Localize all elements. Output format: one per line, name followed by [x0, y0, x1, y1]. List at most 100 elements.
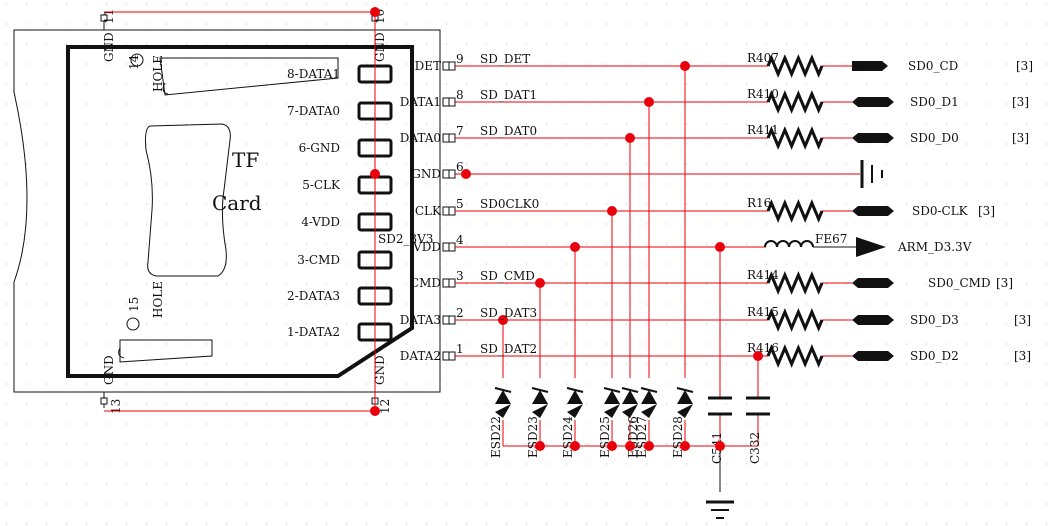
net-label: SD_CMD	[480, 269, 535, 283]
resistor	[766, 199, 824, 223]
component-label: R410	[747, 87, 779, 101]
junction-dot	[535, 278, 545, 288]
offpage-connectors	[852, 61, 894, 361]
bottom-ground-symbol	[706, 446, 734, 519]
offpage-connector-icon	[852, 351, 894, 361]
resistor	[766, 126, 824, 150]
hole-number: 15	[127, 297, 141, 312]
diode-icon	[495, 390, 511, 404]
esd-label: ESD23	[526, 416, 540, 458]
pin-name: VDD	[412, 240, 441, 254]
output-ref: [3]	[978, 204, 995, 218]
output-ref: [3]	[1014, 313, 1031, 327]
resistor	[766, 90, 824, 114]
shield-pin-number: 12	[378, 399, 392, 414]
net-label: SD_DAT2	[480, 342, 537, 356]
junction-dot	[570, 441, 580, 451]
diode-icon	[532, 404, 548, 418]
pin-stub	[442, 133, 450, 143]
shield-pin-number: 13	[109, 399, 123, 414]
pin-number: 5	[456, 197, 464, 211]
diode-icon	[677, 404, 693, 418]
pin-stub	[442, 206, 450, 216]
pin-stub	[448, 351, 456, 361]
esd-label: ESD24	[561, 416, 575, 458]
output-ref: [3]	[1012, 131, 1029, 145]
pin-stub	[448, 278, 456, 288]
junction-dots	[370, 7, 763, 451]
junction-dot	[570, 242, 580, 252]
diode-icon	[495, 404, 511, 418]
contact-label: 3-CMD	[297, 253, 340, 267]
pin-stub	[448, 315, 456, 325]
shield-pin-name: GND	[102, 355, 116, 385]
card-title-line1: TF	[232, 148, 259, 172]
shield-pin-name: GND	[373, 32, 387, 62]
resistor	[766, 54, 824, 78]
component-label: R416	[747, 341, 779, 355]
net-label: SD0CLK0	[480, 197, 539, 211]
junction-dot	[370, 406, 380, 416]
resistor	[766, 271, 824, 295]
junction-dot	[625, 133, 635, 143]
card-title-line2: Card	[212, 191, 262, 215]
output-label: ARM_D3.3V	[897, 240, 972, 254]
diode-bar	[640, 387, 658, 393]
hole-number: 14	[127, 54, 141, 70]
output-ref: [3]	[996, 276, 1013, 290]
ferrite-bead	[764, 240, 856, 248]
diode-icon	[622, 404, 638, 418]
offpage-connector-icon	[852, 133, 894, 143]
ground-symbol	[860, 160, 883, 188]
pin-stub	[448, 61, 456, 71]
pin-stub	[442, 278, 450, 288]
bypass-capacitors: C541C332	[708, 396, 770, 464]
grid-dots	[6, 3, 1047, 525]
pin-number: 7	[456, 124, 464, 138]
diode-bar	[621, 387, 639, 393]
junction-dot	[753, 351, 763, 361]
capacitor-label: C332	[748, 432, 762, 464]
pin-stub	[448, 242, 456, 252]
diode-bar	[566, 387, 584, 393]
output-label: SD0_D3	[910, 313, 959, 327]
pin-name: DATA0	[400, 131, 441, 145]
pin-stub	[442, 61, 450, 71]
pin-stub	[442, 315, 450, 325]
pin-stub	[442, 169, 450, 179]
pin-stub	[448, 169, 456, 179]
component-label: R411	[747, 123, 779, 137]
pin-name: DATA1	[400, 95, 441, 109]
power-net-label: SD2_3V3	[378, 232, 433, 246]
diode-icon	[567, 404, 583, 418]
component-label: R407	[747, 51, 779, 65]
junction-dot	[680, 441, 690, 451]
junction-dot	[498, 315, 508, 325]
diode-icon	[641, 390, 657, 404]
pin-number: 8	[456, 88, 464, 102]
net-label: SD_DAT1	[480, 88, 537, 102]
net-wires	[104, 11, 860, 447]
resistor	[766, 308, 824, 332]
pin-name: DET	[415, 59, 441, 73]
esd-label: ESD28	[671, 416, 685, 458]
diode-bar	[603, 387, 621, 393]
output-label: SD0-CLK	[912, 204, 969, 218]
output-ref: [3]	[1014, 349, 1031, 363]
pin-name: CMD	[410, 276, 441, 290]
pin-name: DATA3	[400, 313, 441, 327]
diode-icon	[604, 404, 620, 418]
offpage-connector-icon	[852, 278, 894, 288]
contact-label: 8-DATA1	[287, 67, 340, 81]
junction-dot	[644, 97, 654, 107]
offpage-connector-icon	[852, 97, 894, 107]
pin-stub	[442, 351, 450, 361]
junction-dot	[370, 169, 380, 179]
diode-icon	[532, 390, 548, 404]
shield-pin-name: GND	[102, 32, 116, 62]
junction-dot	[680, 61, 690, 71]
output-label: SD0_D2	[910, 349, 959, 363]
